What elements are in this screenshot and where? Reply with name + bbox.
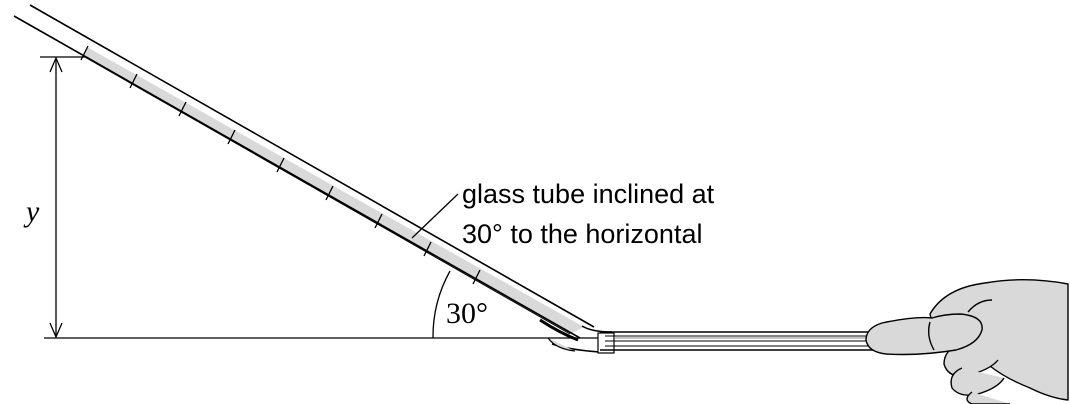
angle-label: 30° — [446, 297, 488, 330]
height-dimension-arrow — [49, 56, 63, 339]
tube-label-line1: glass tube inclined at — [462, 179, 715, 209]
hand-icon — [865, 279, 1069, 404]
angle-arc — [432, 270, 451, 339]
inclined-glass-tube — [13, 4, 613, 353]
liquid-column — [83, 47, 584, 334]
horizontal-tube — [597, 331, 874, 354]
tube-label-line2: 30° to the horizontal — [462, 219, 702, 249]
height-label: y — [23, 195, 40, 228]
label-leader-line — [411, 193, 459, 239]
scale-markings — [80, 45, 481, 285]
